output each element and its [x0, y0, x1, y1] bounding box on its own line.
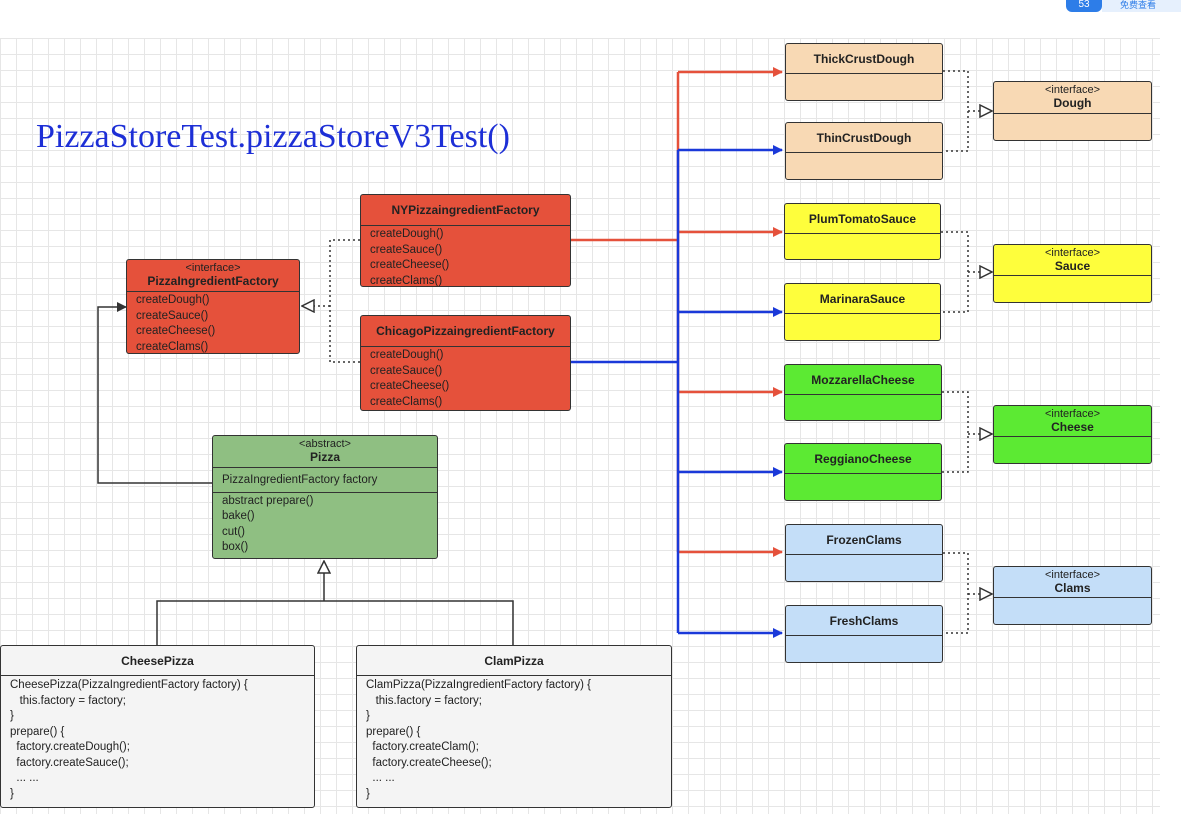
stereotype-label: <abstract>: [299, 438, 351, 450]
class-name: Clams: [1054, 581, 1091, 595]
chicago-ingredient-factory[interactable]: ChicagoPizzaingredientFactory createDoug…: [360, 315, 571, 411]
factory-realization: [302, 239, 360, 363]
class-name: FreshClams: [829, 614, 899, 628]
stereotype-label: <interface>: [1044, 84, 1101, 96]
pizza-abstract-class[interactable]: <abstract> Pizza PizzaIngredientFactory …: [212, 435, 438, 559]
code-line: }: [10, 787, 14, 800]
method-line: createSauce(): [136, 309, 209, 322]
cheese-pizza-class[interactable]: CheesePizza CheesePizza(PizzaIngredientF…: [0, 645, 315, 808]
class-name: Sauce: [1054, 259, 1091, 273]
pizza-ingredient-factory-interface[interactable]: <interface> PizzaIngredientFactory creat…: [126, 259, 300, 354]
method-line: createDough(): [136, 294, 210, 306]
thick-crust-dough-class[interactable]: ThickCrustDough: [785, 43, 943, 101]
class-name: Cheese: [1051, 420, 1094, 434]
thin-crust-dough-class[interactable]: ThinCrustDough: [785, 122, 943, 180]
code-line: }: [10, 710, 14, 722]
stereotype-label: <interface>: [1044, 408, 1101, 420]
method-line: bake(): [222, 510, 255, 522]
method-line: createDough(): [370, 349, 444, 361]
field-line: PizzaIngredientFactory factory: [222, 474, 378, 486]
marinara-sauce-class[interactable]: MarinaraSauce: [784, 283, 941, 341]
code-line: CheesePizza(PizzaIngredientFactory facto…: [10, 679, 248, 691]
method-line: box(): [222, 541, 249, 553]
code-line: factory.createClam();: [366, 741, 479, 753]
clams-interface[interactable]: <interface> Clams: [993, 566, 1152, 625]
code-line: factory.createSauce();: [10, 756, 129, 769]
class-name: ReggianoCheese: [814, 452, 912, 466]
code-line: }: [366, 787, 370, 800]
code-line: prepare() {: [10, 725, 65, 738]
method-line: createCheese(): [370, 380, 450, 392]
pizza-inheritance: [156, 561, 514, 645]
top-badge[interactable]: 53: [1066, 0, 1102, 12]
class-name: FrozenClams: [826, 533, 902, 547]
class-name: MozzarellaCheese: [811, 373, 915, 387]
plum-tomato-sauce-class[interactable]: PlumTomatoSauce: [784, 203, 941, 260]
diagram-title: PizzaStoreTest.pizzaStoreV3Test(): [36, 118, 510, 155]
code-line: ... ...: [10, 772, 39, 784]
class-name: Pizza: [309, 450, 340, 464]
pizza-factory-association: [97, 302, 212, 484]
mozzarella-cheese-class[interactable]: MozzarellaCheese: [784, 364, 942, 421]
class-name: MarinaraSauce: [819, 292, 906, 306]
top-badge-label[interactable]: 免费查看: [1102, 0, 1181, 12]
class-name: CheesePizza: [121, 654, 194, 668]
class-name: NYPizzaingredientFactory: [391, 203, 540, 217]
method-line: createCheese(): [370, 259, 450, 271]
code-line: this.factory = factory;: [10, 694, 126, 707]
class-name: PlumTomatoSauce: [808, 212, 917, 226]
stereotype-label: <interface>: [1044, 247, 1101, 259]
class-name: ChicagoPizzaingredientFactory: [376, 324, 555, 338]
method-line: cut(): [222, 525, 245, 538]
dough-interface[interactable]: <interface> Dough: [993, 81, 1152, 141]
code-line: ... ...: [366, 772, 395, 784]
ny-ingredient-factory[interactable]: NYPizzaingredientFactory createDough() c…: [360, 194, 571, 287]
frozen-clams-class[interactable]: FrozenClams: [785, 524, 943, 582]
class-name: ThickCrustDough: [813, 52, 915, 66]
method-line: createClams(): [370, 274, 443, 287]
code-line: ClamPizza(PizzaIngredientFactory factory…: [366, 679, 591, 691]
code-line: prepare() {: [366, 725, 421, 738]
method-line: createCheese(): [136, 325, 216, 337]
stereotype-label: <interface>: [185, 262, 241, 274]
code-line: factory.createDough();: [10, 741, 130, 753]
class-name: ThinCrustDough: [816, 131, 912, 145]
reggiano-cheese-class[interactable]: ReggianoCheese: [784, 443, 942, 501]
class-name: PizzaIngredientFactory: [147, 274, 279, 288]
chicago-product-arrows: [570, 145, 783, 638]
class-name: ClamPizza: [484, 654, 544, 668]
clam-pizza-class[interactable]: ClamPizza ClamPizza(PizzaIngredientFacto…: [356, 645, 672, 808]
method-line: abstract prepare(): [222, 494, 314, 507]
fresh-clams-class[interactable]: FreshClams: [785, 605, 943, 663]
product-realization: [941, 70, 992, 634]
sauce-interface[interactable]: <interface> Sauce: [993, 244, 1152, 303]
method-line: createClams(): [136, 340, 209, 353]
code-line: }: [366, 710, 370, 722]
method-line: createDough(): [370, 228, 444, 240]
code-line: factory.createCheese();: [366, 756, 492, 769]
code-line: this.factory = factory;: [366, 694, 482, 707]
stereotype-label: <interface>: [1044, 569, 1101, 581]
class-name: Dough: [1053, 96, 1092, 110]
method-line: createSauce(): [370, 243, 443, 256]
method-line: createClams(): [370, 395, 443, 408]
cheese-interface[interactable]: <interface> Cheese: [993, 405, 1152, 464]
method-line: createSauce(): [370, 364, 443, 377]
